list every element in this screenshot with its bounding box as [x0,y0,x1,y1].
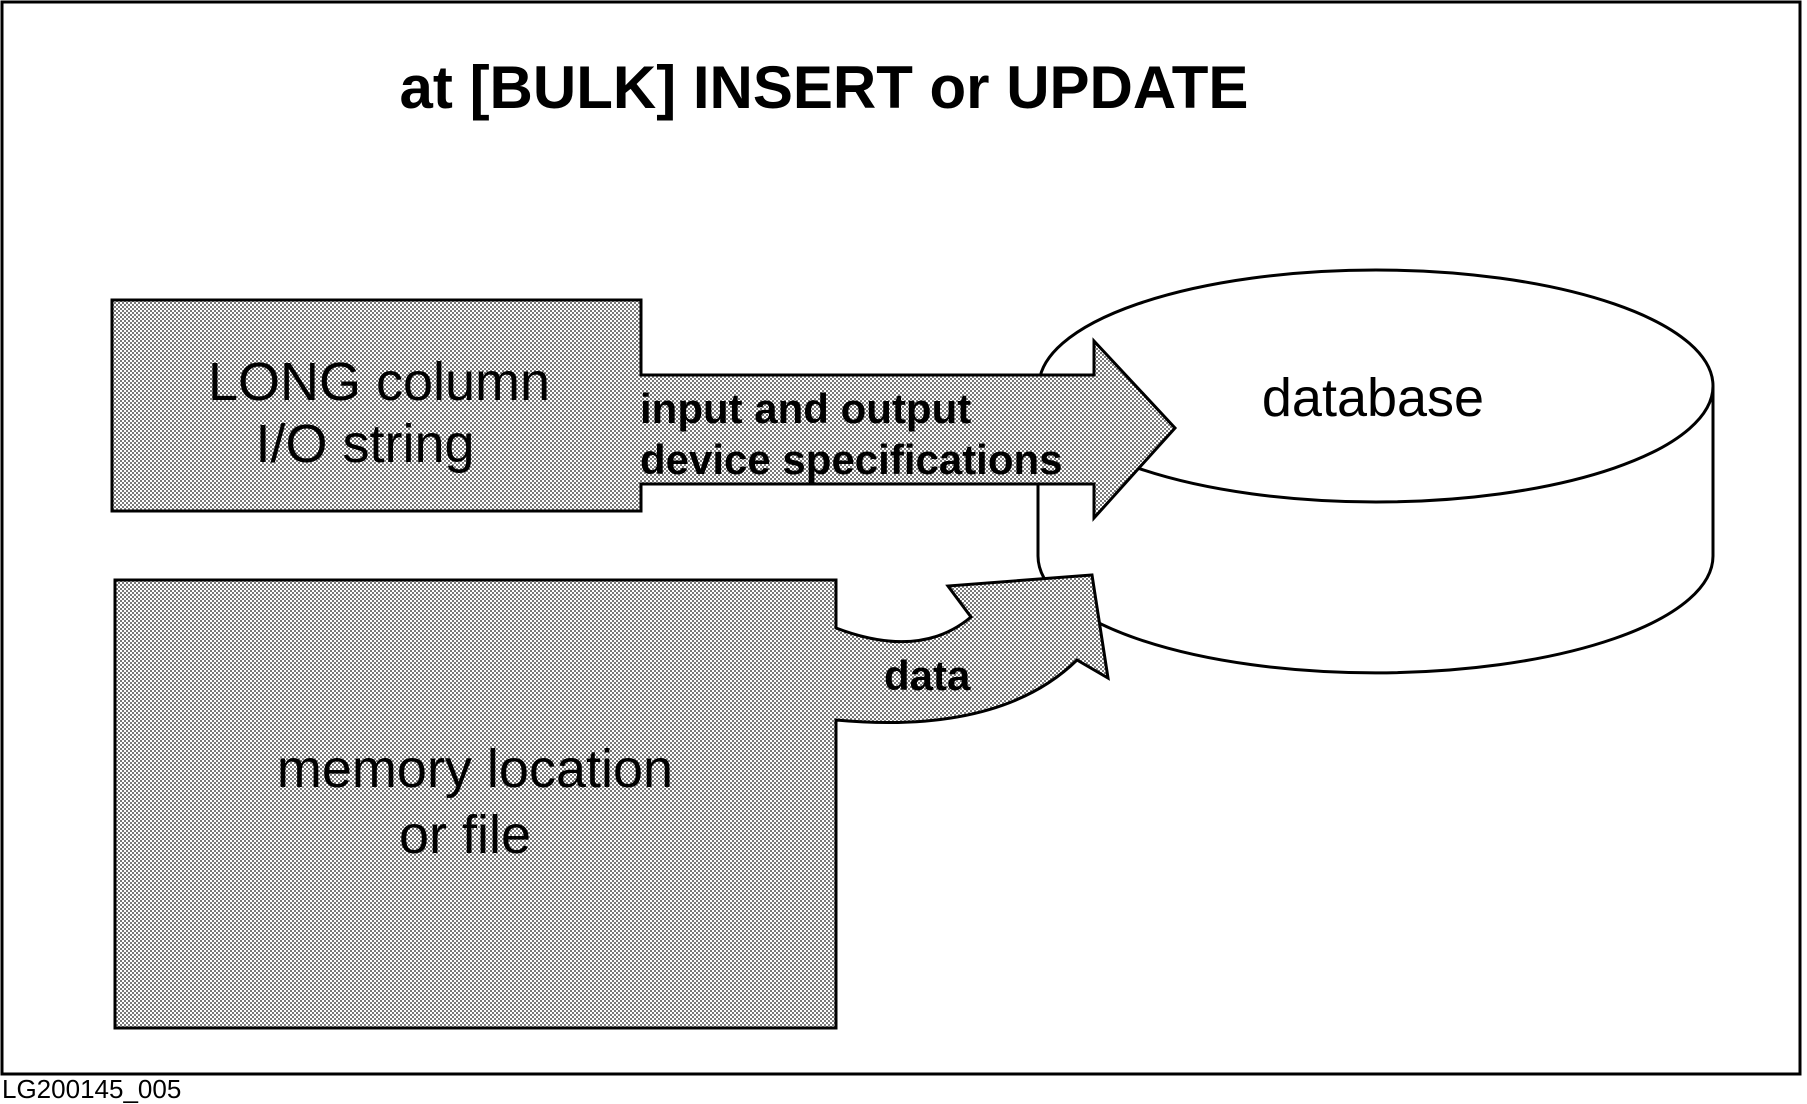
long-column-spec-arrow-shape [110,298,1178,522]
spec-arrow-label-line1: input and output [640,385,971,432]
memory-data-arrow-shape [113,573,1110,1030]
memory-label-line2: or file [399,805,531,865]
figure-id: LG200145_005 [2,1074,181,1104]
spec-arrow-label-line2: device specifications [640,436,1063,483]
diagram-title: at [BULK] INSERT or UPDATE [400,54,1249,121]
database-cylinder [1036,268,1715,675]
database-label: database [1262,368,1484,428]
long-column-label-line1: LONG column [208,352,550,412]
data-arrow-label: data [884,652,971,699]
memory-label-line1: memory location [277,739,673,799]
long-column-label-line2: I/O string [255,414,474,474]
